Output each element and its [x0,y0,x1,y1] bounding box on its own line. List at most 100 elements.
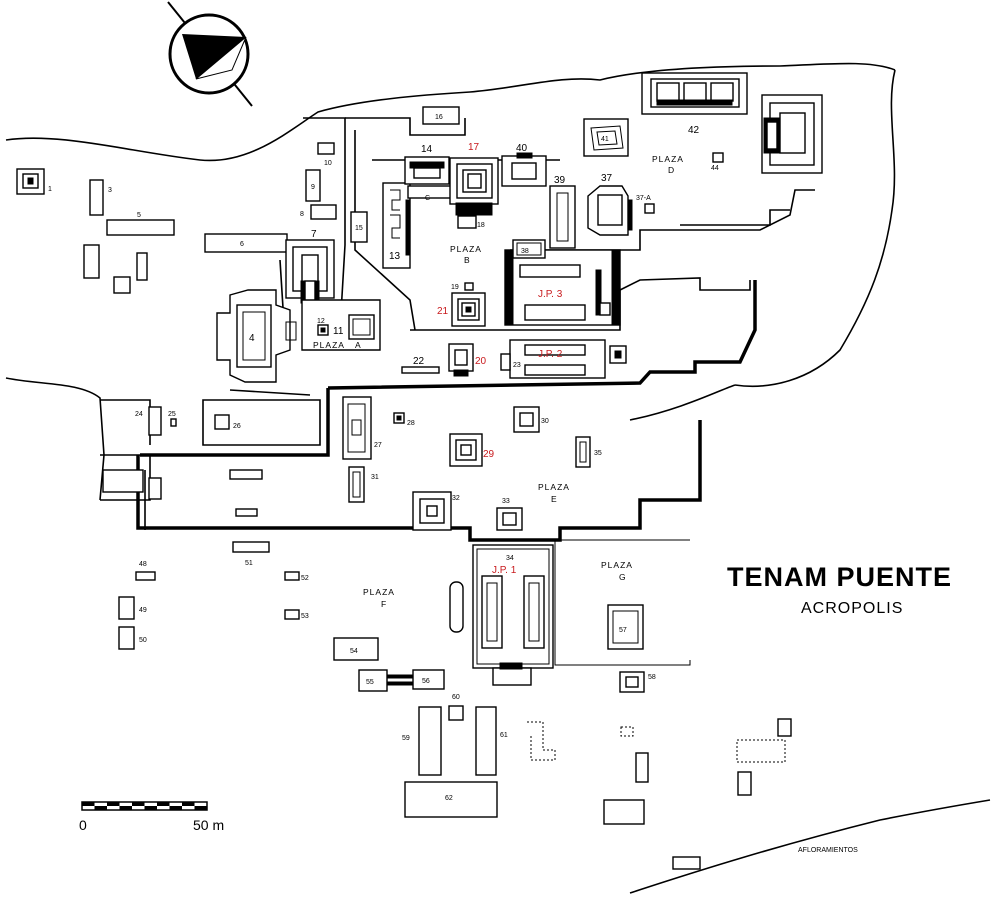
structure-60 [448,705,464,721]
structure-19 [464,282,474,291]
structure-56 [412,669,445,690]
ballcourt-jp3 [504,249,621,326]
label-61: 61 [500,732,508,739]
structure-5 [106,219,175,236]
plaza-a-label: PLAZA A [313,340,361,350]
structure-33 [496,507,523,531]
label-11: 11 [333,326,344,337]
structure-32 [412,491,452,531]
label-37: 37 [601,173,613,184]
structure-22 [401,366,440,374]
label-26: 26 [233,423,241,430]
label-15: 15 [355,225,363,232]
structure-21 [451,292,486,327]
structure-27 [342,396,372,460]
plaza-d-label: PLAZA D [652,154,684,175]
label-16: 16 [435,114,443,121]
outcrop-label: AFLORAMIENTOS [798,847,858,854]
structure-18 [457,215,477,229]
structure-55 [358,669,414,692]
ballcourt-label-jp1: J.P. 1 [492,565,517,576]
label-48: 48 [139,561,147,568]
label-8: 8 [300,211,304,218]
svg-text:G: G [619,572,627,582]
ballcourt-label-jp2: J.P. 2 [538,349,563,360]
label-21: 21 [437,306,449,317]
structure-40 [501,152,547,187]
structure-37a [644,203,655,214]
north-arrow-icon [167,1,253,107]
svg-text:F: F [381,599,387,609]
label-53: 53 [301,613,309,620]
structure-23 [500,353,511,371]
label-17: 17 [468,142,480,153]
scale-start-label: 0 [79,817,87,833]
structure-unnamed-d [229,469,263,480]
structure-12 [317,324,329,336]
structure-52 [284,571,300,581]
structure-37 [587,185,633,236]
structure-4 [216,289,297,383]
structure-41 [583,118,629,157]
plaza-e-label: PLAZA E [538,482,570,504]
terrain-contours [5,62,991,894]
structure-59 [418,706,442,776]
label-20: 20 [475,356,487,367]
label-38: 38 [521,248,529,255]
structure-1 [16,168,45,195]
svg-text:B: B [464,255,471,265]
structure-17 [449,157,499,216]
structure-unnamed-k [635,752,649,783]
label-18: 18 [477,222,485,229]
structure-8 [310,204,337,220]
structure-42 [641,72,748,115]
structure-13 [382,182,411,269]
structure-24 [148,406,162,436]
label-62: 62 [445,795,453,802]
label-34: 34 [506,555,514,562]
structure-54 [333,637,379,661]
svg-text:D: D [668,165,675,175]
structure-pyramid-d [761,94,823,174]
label-52: 52 [301,575,309,582]
label-10: 10 [324,160,332,167]
map-title: TENAM PUENTE [727,562,952,592]
label-35: 35 [594,450,602,457]
label-30: 30 [541,418,549,425]
structure-57 [607,604,644,650]
label-25: 25 [168,411,176,418]
structure-28 [393,412,405,424]
label-39: 39 [554,175,566,186]
label-57: 57 [619,627,627,634]
structure-unnamed-i [527,721,556,761]
label-50: 50 [139,637,147,644]
label-c: C [425,195,430,202]
structure-c [407,185,454,199]
structure-30 [513,406,540,433]
structure-49 [118,596,135,620]
svg-text:PLAZA: PLAZA [538,482,570,492]
svg-text:PLAZA: PLAZA [652,154,684,164]
structure-unnamed-a [83,244,100,279]
label-55: 55 [366,679,374,686]
structure-unnamed-p [672,856,701,870]
structure-unnamed-f [102,469,144,493]
svg-text:PLAZA: PLAZA [601,560,633,570]
label-13: 13 [389,251,401,262]
label-56: 56 [422,678,430,685]
structure-39 [549,185,576,249]
label-12: 12 [317,318,325,325]
label-19: 19 [451,284,459,291]
structure-unnamed-l [603,799,645,825]
svg-text:PLAZA: PLAZA [313,340,345,350]
label-40: 40 [516,143,528,154]
structure-7 [285,239,335,304]
svg-text:PLAZA: PLAZA [450,244,482,254]
structure-26 [214,414,230,430]
structure-20 [448,343,474,377]
structure-48 [135,571,156,581]
label-22: 22 [413,356,425,367]
structure-58 [619,671,645,693]
structure-62 [404,781,498,818]
